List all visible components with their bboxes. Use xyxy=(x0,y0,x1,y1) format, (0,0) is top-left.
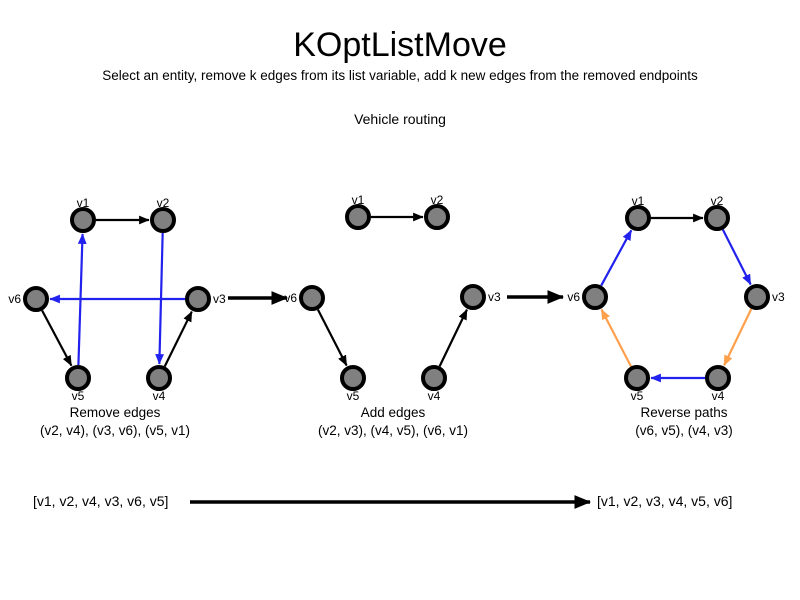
vertex-label-remove-edges-v1: v1 xyxy=(77,196,90,210)
vertex-label-reverse-paths-v1: v1 xyxy=(632,194,645,208)
list-after: [v1, v2, v3, v4, v5, v6] xyxy=(597,493,733,509)
vertex-add-edges-v3 xyxy=(460,284,486,310)
vertex-add-edges-v1 xyxy=(345,204,371,230)
vertex-remove-edges-v4 xyxy=(146,365,172,391)
list-before: [v1, v2, v4, v3, v6, v5] xyxy=(33,493,169,509)
vertex-add-edges-v5 xyxy=(340,365,366,391)
vertex-label-reverse-paths-v3: v3 xyxy=(772,290,785,304)
vertex-label-remove-edges-v2: v2 xyxy=(157,196,170,210)
vertex-reverse-paths-v6 xyxy=(582,284,608,310)
vertex-label-reverse-paths-v4: v4 xyxy=(712,389,725,403)
vertex-label-add-edges-v2: v2 xyxy=(431,193,444,207)
vertex-label-remove-edges-v6: v6 xyxy=(8,292,21,306)
vertex-remove-edges-v1 xyxy=(70,207,96,233)
edge-reverse-paths-v5-v6 xyxy=(600,308,632,367)
vertex-label-add-edges-v1: v1 xyxy=(352,193,365,207)
vertex-label-reverse-paths-v2: v2 xyxy=(711,194,724,208)
caption-add-edges-title: Add edges xyxy=(360,405,426,420)
edge-add-edges-v6-v5 xyxy=(316,309,348,367)
section-label: Vehicle routing xyxy=(354,111,446,127)
vertex-label-remove-edges-v5: v5 xyxy=(72,389,85,403)
edge-remove-edges-v4-v3 xyxy=(163,310,193,367)
subtitle: Select an entity, remove k edges from it… xyxy=(102,68,698,83)
vertex-reverse-paths-v2 xyxy=(704,205,730,231)
vertex-label-remove-edges-v4: v4 xyxy=(153,389,166,403)
vertex-reverse-paths-v1 xyxy=(625,205,651,231)
vertex-add-edges-v4 xyxy=(421,365,447,391)
vertex-add-edges-v6 xyxy=(299,285,325,311)
vertex-remove-edges-v3 xyxy=(185,286,211,312)
caption-reverse-paths: Reverse paths (v6, v5), (v4, v3) xyxy=(574,404,794,440)
caption-reverse-paths-detail: (v6, v5), (v4, v3) xyxy=(635,423,733,438)
caption-remove-edges-title: Remove edges xyxy=(69,405,161,420)
edge-add-edges-v4-v3 xyxy=(438,309,468,367)
vertex-remove-edges-v2 xyxy=(150,207,176,233)
vertex-remove-edges-v6 xyxy=(23,286,49,312)
vertex-reverse-paths-v5 xyxy=(624,365,650,391)
page-title: KOptListMove xyxy=(293,26,507,64)
vertex-label-add-edges-v3: v3 xyxy=(488,290,501,304)
vertex-reverse-paths-v4 xyxy=(705,365,731,391)
vertex-label-reverse-paths-v6: v6 xyxy=(567,290,580,304)
caption-add-edges: Add edges (v2, v3), (v4, v5), (v6, v1) xyxy=(283,404,503,440)
caption-remove-edges: Remove edges (v2, v4), (v3, v6), (v5, v1… xyxy=(5,404,225,440)
caption-reverse-paths-title: Reverse paths xyxy=(640,405,728,420)
vertex-reverse-paths-v3 xyxy=(744,284,770,310)
edge-reverse-paths-v2-v3 xyxy=(721,229,752,286)
vertex-label-add-edges-v5: v5 xyxy=(347,389,360,403)
caption-remove-edges-detail: (v2, v4), (v3, v6), (v5, v1) xyxy=(39,423,191,438)
vertex-label-add-edges-v4: v4 xyxy=(428,389,441,403)
edge-reverse-paths-v3-v4 xyxy=(723,308,753,366)
edge-reverse-paths-v6-v1 xyxy=(600,229,633,287)
vertex-add-edges-v2 xyxy=(424,204,450,230)
vertex-label-reverse-paths-v5: v5 xyxy=(631,389,644,403)
edge-remove-edges-v5-v1 xyxy=(77,233,87,366)
vertex-remove-edges-v5 xyxy=(65,365,91,391)
vertex-label-remove-edges-v3: v3 xyxy=(213,292,226,306)
edge-remove-edges-v6-v5 xyxy=(41,309,73,367)
caption-add-edges-detail: (v2, v3), (v4, v5), (v6, v1) xyxy=(317,423,469,438)
